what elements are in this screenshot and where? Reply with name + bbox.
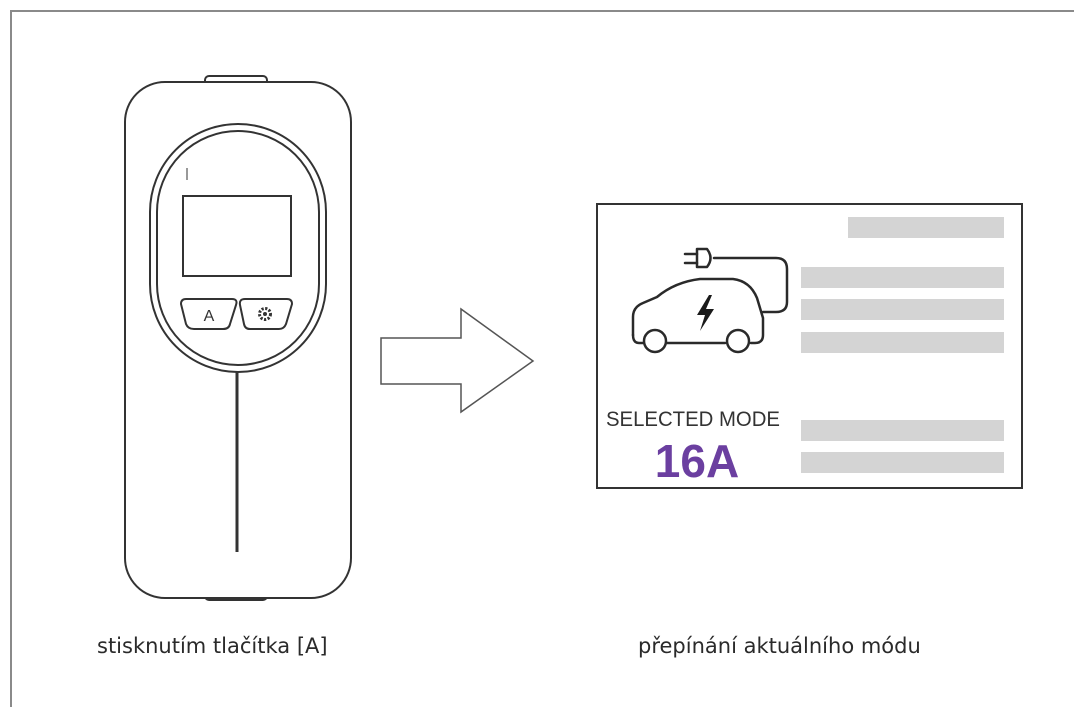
settings-icon [258, 307, 272, 321]
button-a-label: A [204, 308, 215, 325]
placeholder-bar [801, 452, 1004, 473]
charger-body [124, 81, 352, 599]
right-arrow-icon [380, 307, 535, 414]
device-screen [182, 195, 292, 277]
placeholder-bar [801, 299, 1004, 320]
ev-charging-car-icon [631, 247, 789, 354]
button-a[interactable] [179, 298, 238, 330]
control-panel-inner [156, 130, 320, 366]
caption-switch-mode: přepínání aktuálního módu [638, 634, 921, 658]
placeholder-bar [801, 332, 1004, 353]
placeholder-bar [801, 267, 1004, 288]
charger-device [124, 75, 352, 601]
placeholder-bar [848, 217, 1004, 238]
text-placeholder-bars [801, 217, 1004, 473]
caption-press-button: stisknutím tlačítka [A] [97, 634, 328, 658]
figure-frame [10, 10, 1074, 707]
lightning-bolt-icon [697, 295, 714, 331]
selected-mode-value: 16A [655, 435, 739, 487]
placeholder-bar [801, 420, 1004, 441]
selected-mode-label: SELECTED MODE [606, 408, 780, 431]
